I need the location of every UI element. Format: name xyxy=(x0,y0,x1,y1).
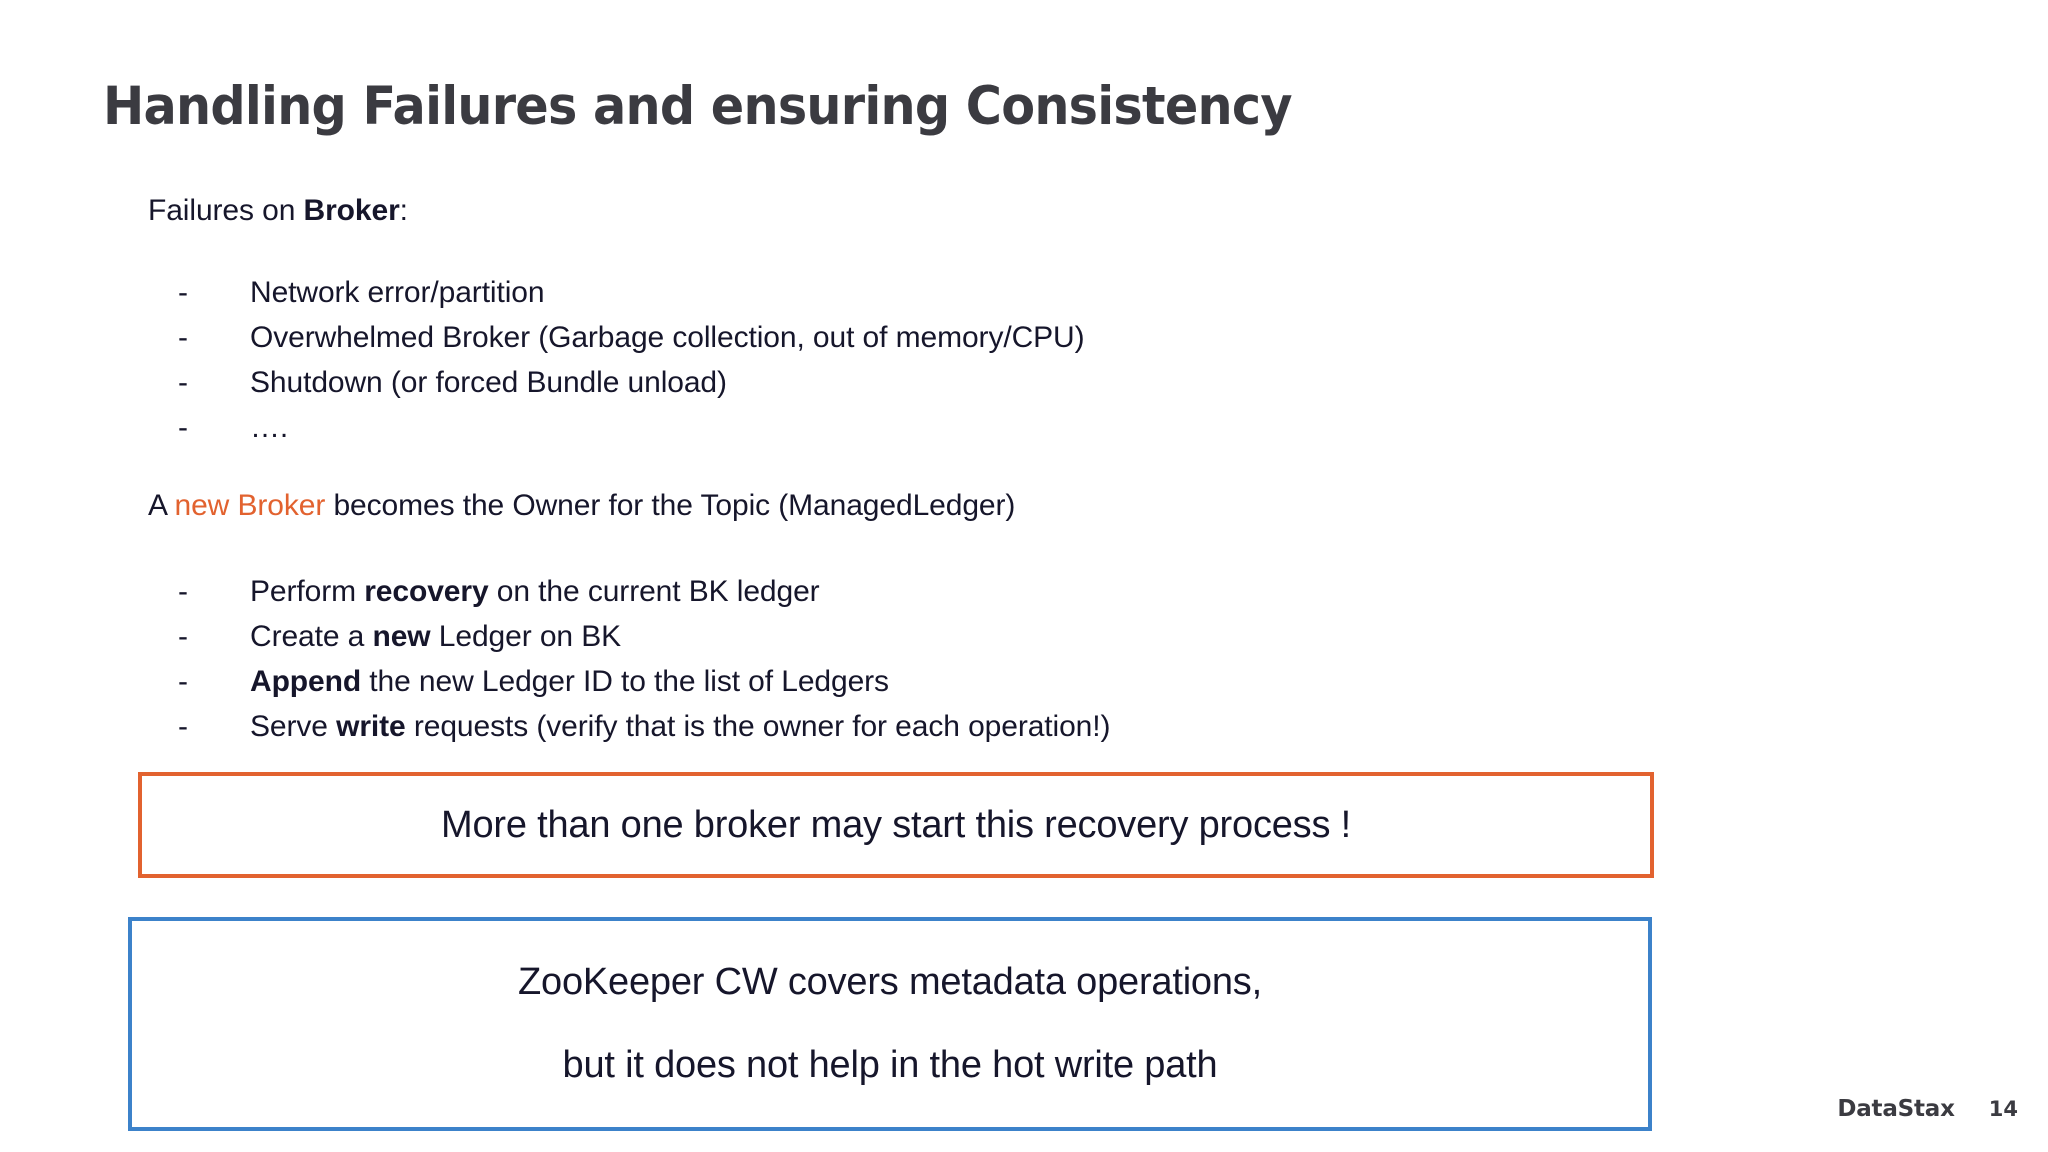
list-item-label: Serve write requests (verify that is the… xyxy=(250,710,1110,744)
callout-note-line-2: but it does not help in the hot write pa… xyxy=(562,1044,1218,1086)
bullet-dash-icon: - xyxy=(178,411,188,444)
list-item-pre: Perform xyxy=(250,575,365,608)
bullet-dash-icon: - xyxy=(178,366,188,399)
page-number: 14 xyxy=(1988,1097,2018,1121)
list-item-post: Ledger on BK xyxy=(430,620,622,653)
list-item-label: Perform recovery on the current BK ledge… xyxy=(250,575,820,609)
slide-footer: DataStax 14 xyxy=(1837,1096,2018,1122)
bullet-dash-icon: - xyxy=(178,710,188,743)
list-item-label: Shutdown (or forced Bundle unload) xyxy=(250,366,727,399)
callout-note-line-1: ZooKeeper CW covers metadata operations, xyxy=(518,961,1262,1003)
list-item-post: requests (verify that is the owner for e… xyxy=(405,710,1111,743)
bullet-dash-icon: - xyxy=(178,620,188,653)
new-broker-lead-prefix: A xyxy=(148,489,175,522)
failures-lead-prefix: Failures on xyxy=(148,194,304,227)
callout-box-warning: More than one broker may start this reco… xyxy=(138,772,1654,878)
list-item-pre: Serve xyxy=(250,710,337,743)
failures-lead-line: Failures on Broker: xyxy=(148,194,408,228)
list-item-bold: write xyxy=(336,710,406,743)
bullet-dash-icon: - xyxy=(178,276,188,309)
callout-warning-text: More than one broker may start this reco… xyxy=(440,803,1351,846)
list-item-label: Create a new Ledger on BK xyxy=(250,620,621,654)
datastax-logo: DataStax xyxy=(1837,1096,1955,1122)
new-broker-lead-line: A new Broker becomes the Owner for the T… xyxy=(148,489,1015,523)
bullet-dash-icon: - xyxy=(178,321,188,354)
list-item-label: Network error/partition xyxy=(250,276,545,309)
list-item-post: the new Ledger ID to the list of Ledgers xyxy=(361,665,889,698)
list-item-post: on the current BK ledger xyxy=(488,575,820,608)
failures-lead-bold: Broker xyxy=(303,194,400,227)
bullet-dash-icon: - xyxy=(178,575,188,608)
list-item-pre: Create a xyxy=(250,620,373,653)
new-broker-accent-text: new Broker xyxy=(174,489,326,522)
list-item-label: Overwhelmed Broker (Garbage collection, … xyxy=(250,321,1085,354)
list-item-label: …. xyxy=(250,411,289,444)
list-item-bold: new xyxy=(372,620,431,653)
list-item-bold: Append xyxy=(250,665,362,698)
new-broker-lead-suffix: becomes the Owner for the Topic (Managed… xyxy=(325,489,1016,522)
callout-box-note: ZooKeeper CW covers metadata operations,… xyxy=(128,917,1652,1131)
page-title: Handling Failures and ensuring Consisten… xyxy=(103,76,1292,137)
list-item-label: Append the new Ledger ID to the list of … xyxy=(250,665,889,699)
list-item-bold: recovery xyxy=(364,575,489,608)
failures-lead-suffix: : xyxy=(399,194,408,227)
bullet-dash-icon: - xyxy=(178,665,188,698)
